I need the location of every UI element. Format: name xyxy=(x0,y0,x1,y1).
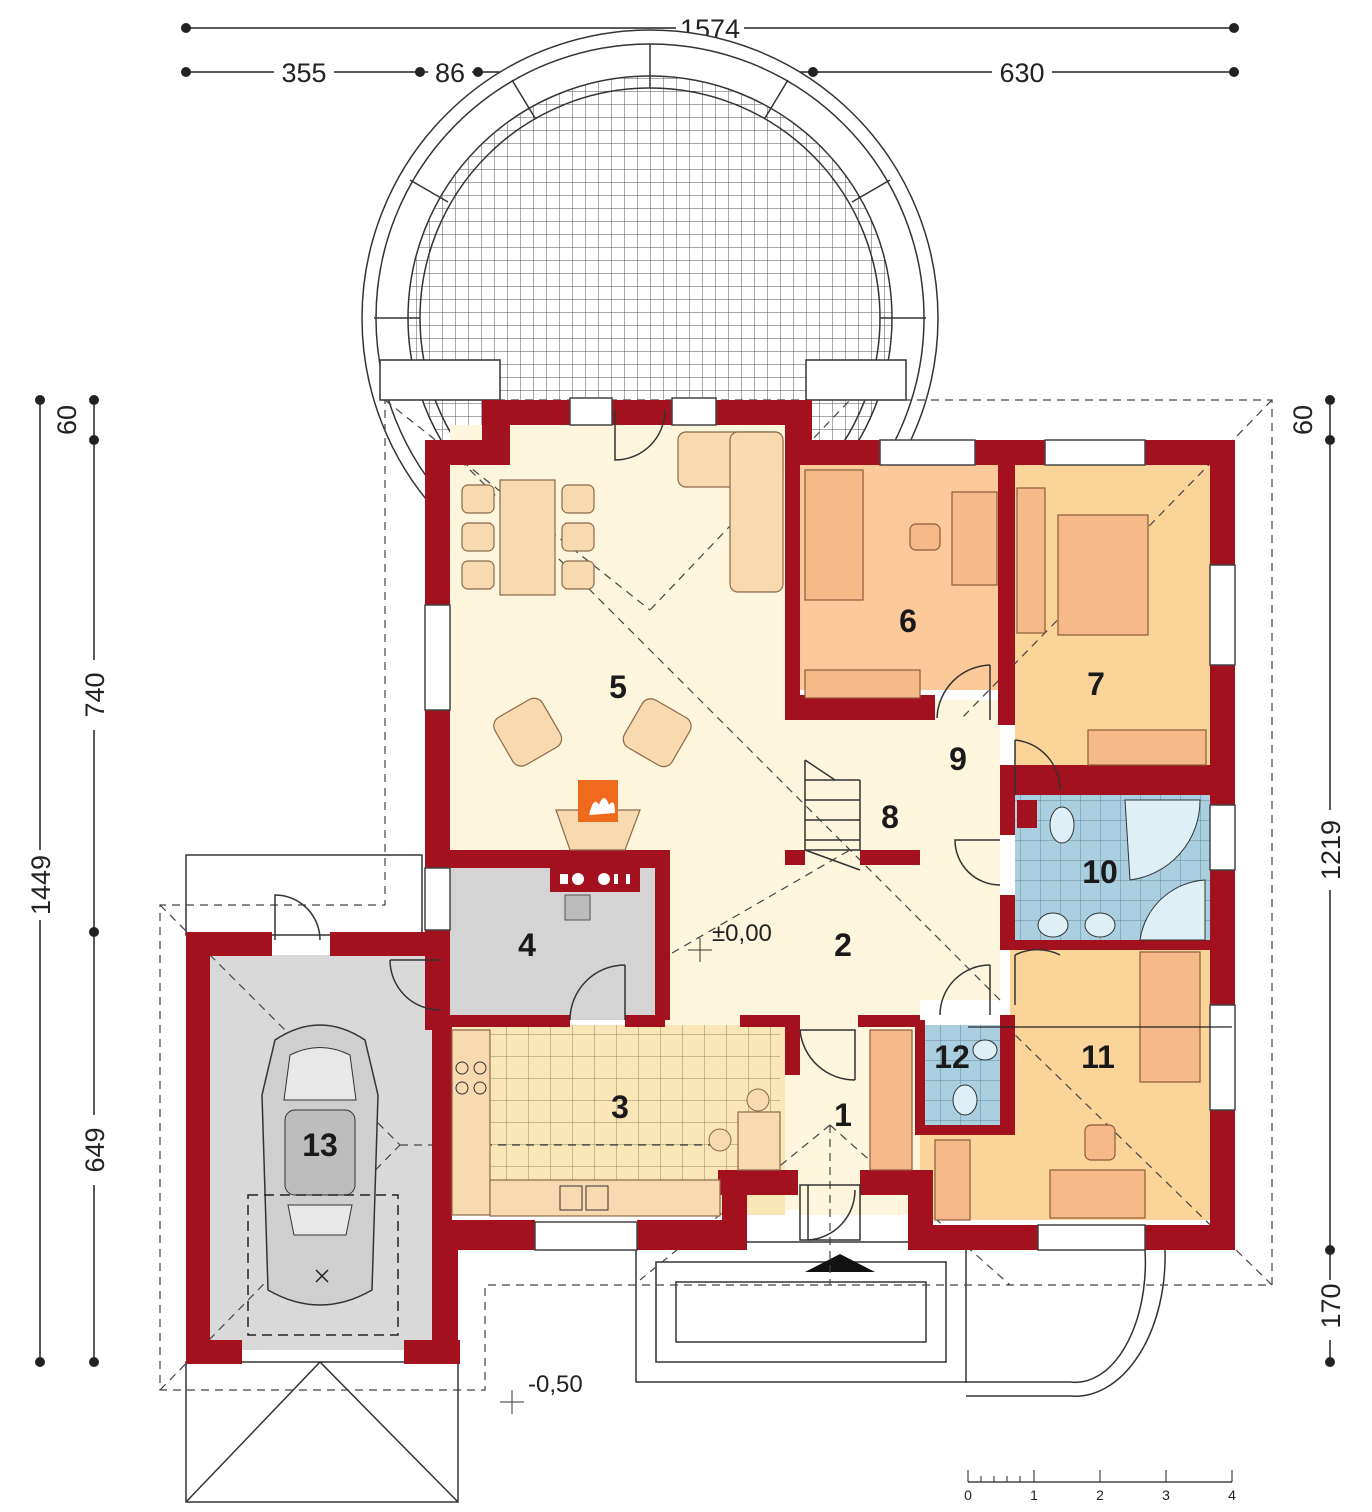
windows xyxy=(424,397,1236,1251)
room-label-6: 6 xyxy=(899,603,917,639)
bed-room-11 xyxy=(1139,951,1201,1083)
dim-left-seg-3: 649 xyxy=(80,1127,110,1172)
fireplace-icon xyxy=(578,780,618,822)
room-label-13: 13 xyxy=(302,1127,338,1163)
scale-label-1: 1 xyxy=(1030,1487,1038,1503)
dim-right-seg-3: 170 xyxy=(1316,1283,1346,1328)
front-porch xyxy=(635,1241,1166,1397)
dim-right-seg-1: 60 xyxy=(1288,405,1318,435)
scale-label-4: 4 xyxy=(1228,1487,1236,1503)
garage-roof-outline xyxy=(185,854,459,1503)
bed-room-7 xyxy=(1057,514,1149,636)
dim-right-seg-2: 1219 xyxy=(1316,820,1346,880)
left-dimensions: 1449 60 740 649 xyxy=(24,395,110,1367)
kitchen-counter-bottom xyxy=(489,1179,721,1217)
dim-left-total: 1449 xyxy=(26,855,56,915)
dim-top-seg-4: 630 xyxy=(999,58,1044,88)
room-label-3: 3 xyxy=(611,1089,629,1125)
room-label-10: 10 xyxy=(1082,854,1118,890)
floor-level: ±0,00 xyxy=(712,920,772,947)
room-label-9: 9 xyxy=(949,741,967,777)
dining-table xyxy=(499,479,556,596)
dim-left-seg-1: 60 xyxy=(52,405,82,435)
scale-label-2: 2 xyxy=(1096,1487,1104,1503)
furniture xyxy=(451,431,1207,1221)
scale-bar-main: 0 1 2 3 4 xyxy=(964,1470,1236,1503)
right-dimensions: 60 1219 170 xyxy=(1288,395,1346,1367)
room-label-11: 11 xyxy=(1081,1039,1115,1075)
corner-shower xyxy=(1139,879,1206,941)
room-label-7: 7 xyxy=(1087,666,1105,702)
bed-room-6 xyxy=(804,469,864,601)
dim-top-seg-2: 86 xyxy=(435,58,465,88)
doors xyxy=(274,409,1061,1241)
level-markers: ±0,00 -0,50 xyxy=(500,920,772,1414)
kitchen-counter-left xyxy=(451,1029,491,1216)
scale-label-0: 0 xyxy=(964,1487,972,1503)
garage-level: -0,50 xyxy=(528,1371,583,1398)
stairs xyxy=(804,759,861,871)
walls xyxy=(186,400,1235,1364)
corner-bathtub xyxy=(1124,799,1201,881)
room-labels: 1 2 3 4 5 6 7 8 9 10 11 12 13 xyxy=(302,603,1118,1163)
room-label-12: 12 xyxy=(934,1039,970,1075)
scale-label-3: 3 xyxy=(1162,1487,1170,1503)
car-icon xyxy=(247,1024,399,1336)
room-label-1: 1 xyxy=(834,1097,852,1133)
room-label-4: 4 xyxy=(518,927,536,963)
dim-left-seg-2: 740 xyxy=(80,672,110,717)
dim-top-seg-1: 355 xyxy=(281,58,326,88)
entrance-arrow xyxy=(805,1254,875,1272)
room-label-8: 8 xyxy=(881,799,899,835)
room-label-5: 5 xyxy=(609,669,627,705)
room-label-2: 2 xyxy=(834,927,852,963)
